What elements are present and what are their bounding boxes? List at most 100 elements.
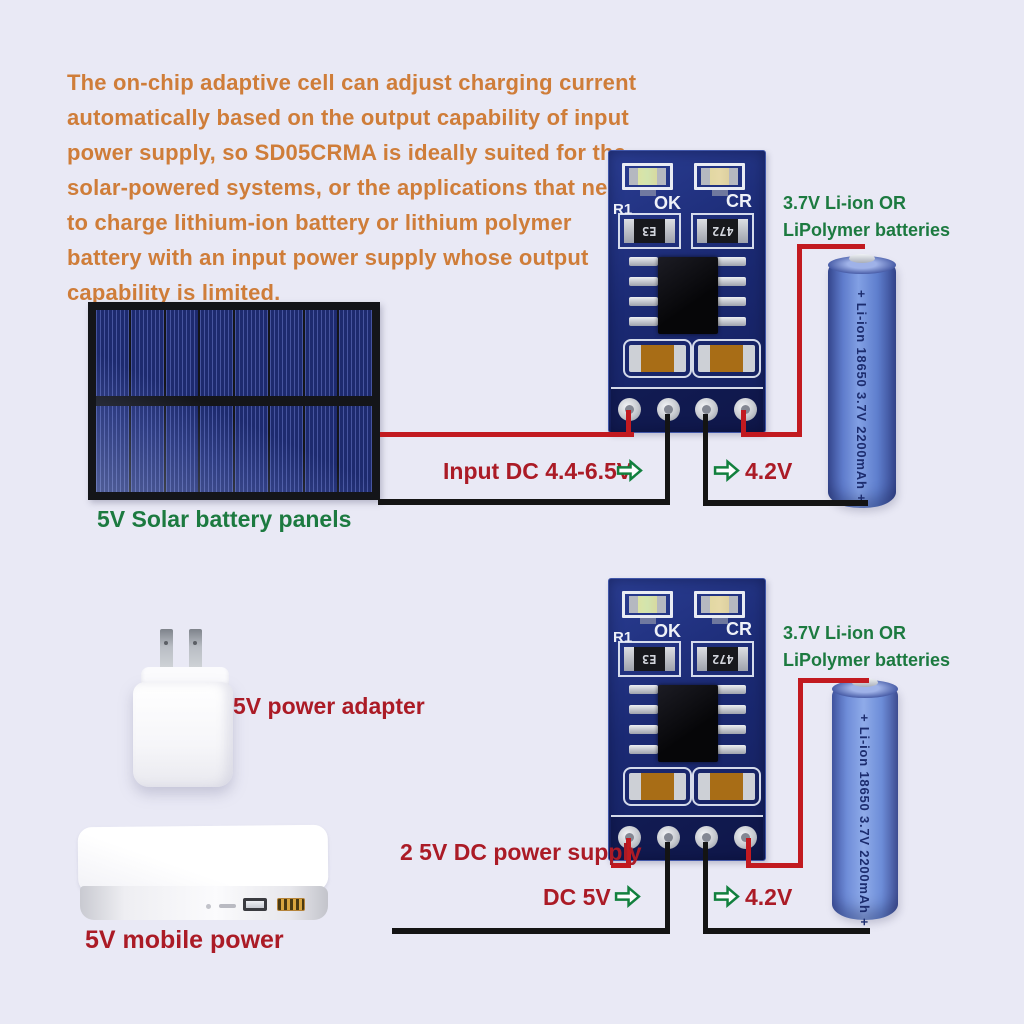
solder-pad: [618, 398, 641, 421]
solar-cell-row: [96, 310, 372, 396]
solder-pad: [657, 826, 680, 849]
capacitor-left: [623, 767, 692, 806]
charger-module-bottom: R1 OK CR E3 472: [608, 578, 766, 861]
intro-line: to charge lithium-ion battery or lithium…: [67, 210, 572, 235]
battery-top-cap: [828, 256, 896, 274]
output-voltage-label: 4.2V: [745, 884, 793, 910]
resistor-right: 472: [691, 641, 754, 677]
solar-panel-label: 5V Solar battery panels: [97, 506, 352, 532]
wire-battery2-positive: [798, 678, 803, 868]
solar-cell-row: [96, 406, 372, 492]
wire-battery2-positive: [746, 863, 803, 868]
chip-pin: [717, 725, 746, 734]
chip-pin: [629, 277, 658, 286]
supply-title: 2 5V DC power supply: [400, 839, 642, 865]
intro-line: solar-powered systems, or the applicatio…: [67, 175, 634, 200]
wire-solar-negative: [665, 414, 670, 504]
right-arrow-icon: [713, 885, 740, 908]
wire-battery-positive: [797, 244, 865, 249]
solder-pad-strip: [611, 815, 763, 860]
solder-pad: [695, 826, 718, 849]
silkscreen-ok: OK: [654, 621, 681, 641]
solder-pad: [734, 826, 757, 849]
solder-pad: [657, 398, 680, 421]
intro-line: power supply, so SD05CRMA is ideally sui…: [67, 140, 627, 165]
battery-top-cap: [832, 680, 898, 698]
resistor-left: E3: [618, 641, 681, 677]
wire-battery-positive: [741, 410, 746, 437]
right-arrow-icon: [713, 459, 740, 482]
chip-pin: [717, 297, 746, 306]
ok-led: [622, 163, 673, 190]
wire-supply-negative: [665, 842, 670, 934]
intro-line: The on-chip adaptive cell can adjust cha…: [67, 70, 637, 95]
wire-supply-positive: [611, 863, 631, 868]
chip-pin: [717, 317, 746, 326]
intro-paragraph: The on-chip adaptive cell can adjust cha…: [67, 70, 636, 315]
chip-pin: [717, 745, 746, 754]
wire-battery2-negative: [703, 928, 870, 934]
wire-battery-positive: [741, 432, 802, 437]
adapter-prong: [189, 629, 202, 673]
intro-line: battery with an input power supply whose…: [67, 245, 589, 270]
wire-battery2-positive: [798, 678, 869, 683]
battery-print: + Li-ion 18650 3.7V 2200mAh +: [854, 290, 869, 503]
ok-led: [622, 591, 673, 618]
power-adapter-body: [133, 682, 233, 787]
wire-battery2-negative: [703, 842, 708, 934]
power-bank-microusb: [219, 904, 236, 908]
silkscreen-cr: CR: [726, 619, 752, 639]
wire-battery2-positive: [746, 838, 751, 868]
wire-supply-positive: [626, 838, 631, 868]
adapter-prong: [160, 629, 173, 673]
power-bank-led: [206, 904, 211, 909]
wire-battery-negative: [703, 500, 868, 506]
charger-module-top: R1 OK CR E3 472: [608, 150, 766, 433]
resistor-right: 472: [691, 213, 754, 249]
wire-battery-positive: [797, 244, 802, 437]
solar-panel: [88, 302, 380, 500]
chip-pin: [629, 297, 658, 306]
dc5v-label: DC 5V: [543, 884, 611, 910]
soic8-chip: [658, 257, 718, 334]
silkscreen-r1: R1: [613, 201, 633, 218]
chip-pin: [629, 745, 658, 754]
wire-supply-negative: [392, 928, 670, 934]
silkscreen-r1: R1: [613, 629, 633, 646]
chip-pin: [717, 257, 746, 266]
power-bank-sticker: [277, 898, 305, 911]
battery-print: + Li-ion 18650 3.7V 2200mAh +: [857, 714, 872, 927]
output-voltage-label: 4.2V: [745, 458, 793, 484]
solder-pad: [618, 826, 641, 849]
chip-pin: [629, 705, 658, 714]
chip-pin: [629, 725, 658, 734]
chip-pin: [717, 277, 746, 286]
power-bank-top: [77, 824, 329, 894]
cr-led: [694, 163, 745, 190]
right-arrow-icon: [614, 885, 641, 908]
wire-battery-negative: [703, 414, 708, 506]
chip-pin: [717, 705, 746, 714]
wire-solar-negative: [378, 499, 670, 505]
power-bank-label: 5V mobile power: [85, 926, 284, 954]
capacitor-left: [623, 339, 692, 378]
chip-pin: [629, 317, 658, 326]
cr-led: [694, 591, 745, 618]
wire-solar-positive: [626, 410, 631, 437]
solder-pad: [734, 398, 757, 421]
li-ion-battery-bottom: + Li-ion 18650 3.7V 2200mAh +: [832, 678, 898, 927]
power-bank-usb-port: [243, 898, 267, 911]
solder-pad: [695, 398, 718, 421]
power-adapter-label: 5V power adapter: [233, 693, 425, 719]
wire-solar-positive: [380, 432, 634, 437]
intro-line: automatically based on the output capabi…: [67, 105, 629, 130]
silkscreen-cr: CR: [726, 191, 752, 211]
soic8-chip: [658, 685, 718, 762]
capacitor-right: [692, 339, 761, 378]
resistor-left: E3: [618, 213, 681, 249]
li-ion-battery-top: + Li-ion 18650 3.7V 2200mAh +: [828, 254, 896, 508]
chip-pin: [717, 685, 746, 694]
silkscreen-ok: OK: [654, 193, 681, 213]
battery-positive-tip: [849, 254, 875, 263]
